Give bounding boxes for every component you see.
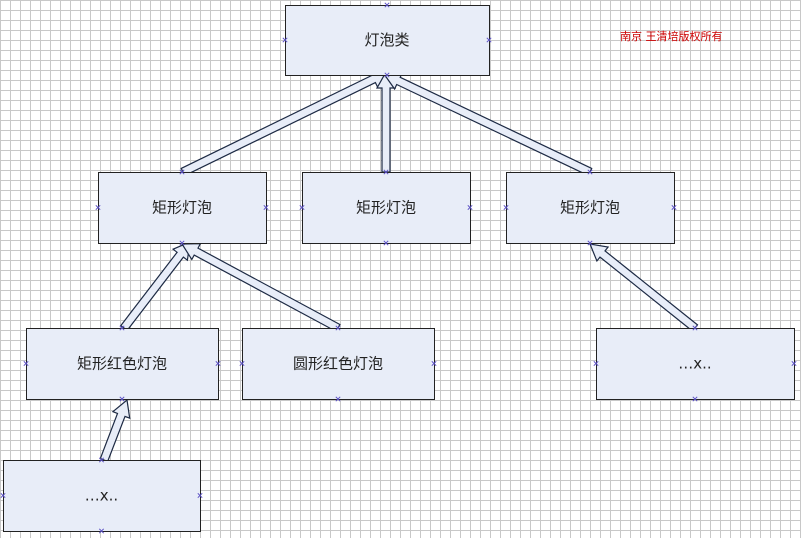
handle-top-more-bottom[interactable] [98,457,105,463]
handle-bottom-round-red[interactable] [335,396,341,402]
handle-left-round-red[interactable] [239,360,245,367]
handle-left-rect1[interactable] [95,204,101,211]
handle-top-root[interactable] [384,2,390,8]
handle-left-more-right[interactable] [593,360,599,367]
node-label-rect1: 矩形灯泡 [152,199,212,217]
node-more-bottom[interactable]: …x.. [0,457,203,534]
node-box-round-red[interactable] [242,328,435,400]
node-label-root: 灯泡类 [364,31,409,49]
node-label-rect3: 矩形灯泡 [560,199,620,217]
arrow-more-right-to-rect3[interactable] [589,243,699,332]
handle-bottom-rect-red[interactable] [119,396,125,402]
handle-left-more-bottom[interactable] [0,492,6,499]
handle-right-root[interactable] [486,37,492,43]
handle-right-rect1[interactable] [263,204,269,211]
node-box-rect1[interactable] [98,172,267,244]
node-label-more-right: …x.. [678,355,711,373]
handle-top-rect1[interactable] [179,169,185,175]
arrow-round-red-to-rect1[interactable] [180,243,341,333]
handle-right-rect3[interactable] [671,204,677,211]
arrow-rect-red-to-rect1[interactable] [119,241,191,332]
arrow-more-bottom-to-rect-red[interactable] [99,398,131,463]
handle-bottom-rect2[interactable] [383,240,389,246]
handle-right-more-right[interactable] [791,360,797,367]
handle-right-more-bottom[interactable] [197,492,203,499]
handle-left-rect3[interactable] [503,204,509,211]
handle-bottom-rect1[interactable] [179,240,185,246]
handle-left-rect-red[interactable] [23,360,29,367]
node-root[interactable]: 灯泡类 [282,2,492,78]
handle-right-round-red[interactable] [431,360,437,367]
node-rect3[interactable]: 矩形灯泡 [503,169,677,246]
node-rect-red[interactable]: 矩形红色灯泡 [23,325,221,402]
copyright-text: 南京 王清培版权所有 [620,30,723,43]
node-rect1[interactable]: 矩形灯泡 [95,169,269,246]
handle-left-root[interactable] [282,37,288,43]
handle-top-more-right[interactable] [692,325,698,331]
node-rect2[interactable]: 矩形灯泡 [299,169,473,246]
handle-bottom-more-bottom[interactable] [98,528,105,534]
node-label-more-bottom: …x.. [85,487,118,505]
handle-bottom-root[interactable] [384,72,390,78]
node-label-round-red: 圆形红色灯泡 [293,355,383,373]
node-box-rect-red[interactable] [26,328,219,400]
node-label-rect2: 矩形灯泡 [356,199,416,217]
handle-right-rect2[interactable] [467,204,473,211]
handle-top-rect2[interactable] [383,169,389,175]
handle-top-round-red[interactable] [335,325,341,331]
arrow-rect1-to-root[interactable] [180,70,390,177]
node-round-red[interactable]: 圆形红色灯泡 [239,325,437,402]
arrow-rect2-to-root[interactable] [375,70,397,173]
handle-top-rect3[interactable] [587,169,593,175]
handle-bottom-more-right[interactable] [692,396,698,402]
node-box-more-right[interactable] [596,328,795,400]
arrow-rect3-to-root[interactable] [382,72,593,177]
handle-bottom-rect3[interactable] [587,240,593,246]
handle-top-rect-red[interactable] [119,325,125,331]
handle-left-rect2[interactable] [299,204,305,211]
handle-right-rect-red[interactable] [215,360,221,367]
node-more-right[interactable]: …x.. [593,325,797,402]
edges-layer [99,70,699,463]
node-label-rect-red: 矩形红色灯泡 [77,355,167,373]
